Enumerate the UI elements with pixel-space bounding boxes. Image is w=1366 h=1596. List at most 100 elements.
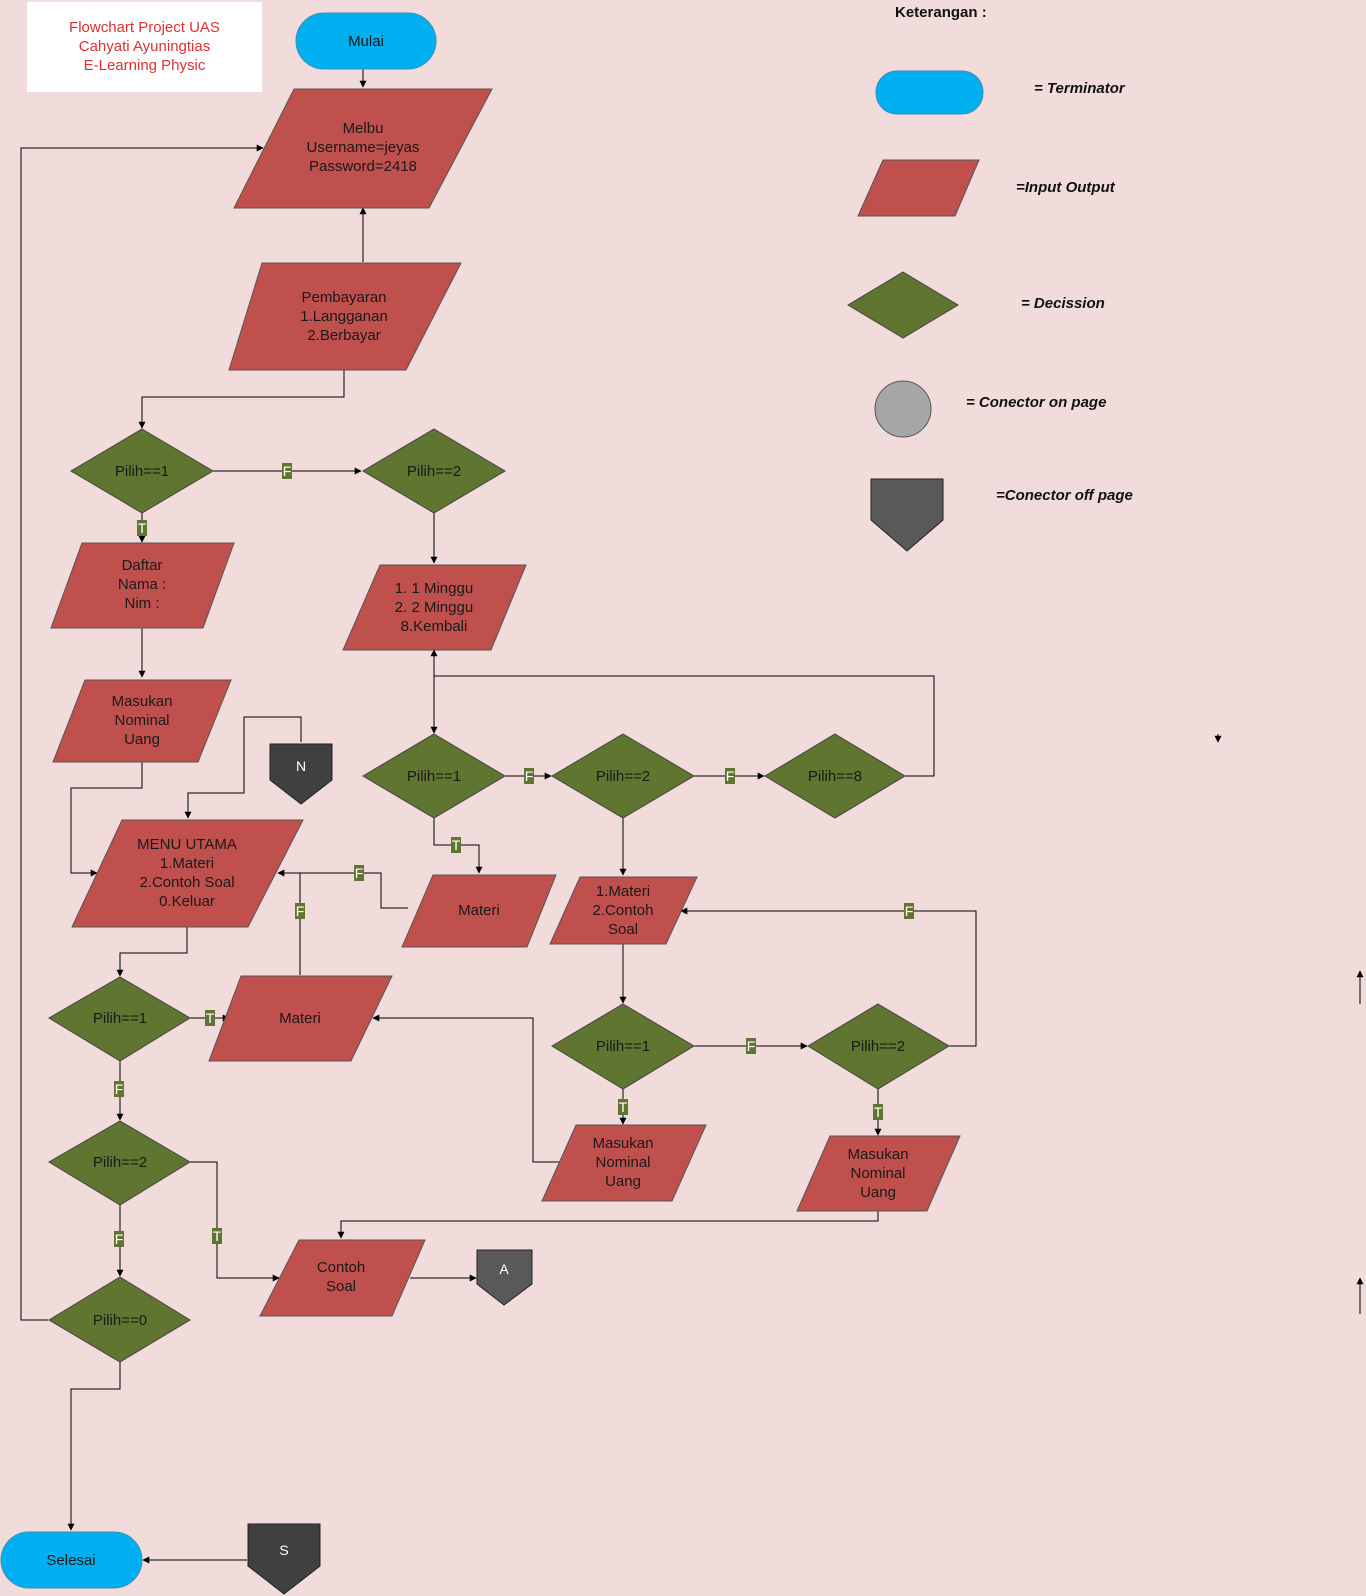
svg-text:F: F [747, 1038, 756, 1054]
edge-loop-melbu [20, 144, 264, 1321]
node-pilih0: Pilih==0 [48, 1276, 191, 1363]
title-box: Flowchart Project UAS Cahyati Ayuningtia… [27, 2, 262, 92]
label-f-pilih1-mid: F [524, 768, 534, 784]
legend-off-page-shape [870, 478, 944, 552]
svg-text:Pilih==2: Pilih==2 [93, 1154, 147, 1171]
svg-text:F: F [525, 768, 534, 784]
svg-text:Pilih==1: Pilih==1 [93, 1010, 147, 1027]
label-t-pilih1-mid: T [451, 837, 461, 853]
label-t-pilih1left: T [205, 1010, 215, 1026]
legend: Keterangan : = Terminator =Input Output … [847, 4, 1133, 552]
legend-terminator-shape [875, 70, 984, 115]
svg-text:T: T [874, 1104, 883, 1120]
connector-a: A [476, 1249, 533, 1306]
edge-pilih0-selesai [67, 1362, 121, 1531]
edge-conn-n-menu [184, 716, 302, 819]
edge-masukanmid-materi [372, 1014, 560, 1163]
svg-text:F: F [283, 463, 292, 479]
svg-text:Pilih==1: Pilih==1 [407, 768, 461, 785]
legend-on-page-shape [874, 380, 932, 438]
legend-decision-shape [847, 271, 959, 339]
node-pilih1-left: Pilih==1 [48, 976, 191, 1062]
legend-decision-label: = Decission [1021, 295, 1105, 312]
label-f-pilih2left: F [114, 1231, 124, 1247]
node-pilih1-top: Pilih==1 [70, 428, 214, 514]
edge-labels: F T F F T F F F T F F T T T F [114, 463, 914, 1247]
svg-text:S: S [279, 1542, 288, 1558]
svg-text:T: T [138, 520, 147, 536]
svg-text:T: T [619, 1099, 628, 1115]
node-mulai: Mulai [295, 12, 437, 70]
svg-text:Pilih==1: Pilih==1 [115, 463, 169, 480]
legend-on-page-label: = Conector on page [966, 394, 1106, 411]
node-pilih1-right: Pilih==1 [551, 1003, 695, 1090]
node-pilih2-top: Pilih==2 [362, 428, 506, 514]
node-selesai: Selesai [0, 1531, 143, 1589]
edge-masukan-menu [70, 762, 143, 877]
legend-terminator-label: = Terminator [1034, 80, 1126, 97]
edge-masukanright-contoh [337, 1211, 879, 1239]
node-pilih2-mid: Pilih==2 [551, 733, 695, 819]
svg-text:Pilih==2: Pilih==2 [851, 1038, 905, 1055]
label-f-pilih1-top: F [282, 463, 292, 479]
svg-text:T: T [206, 1010, 215, 1026]
svg-text:F: F [726, 768, 735, 784]
svg-text:Materi: Materi [279, 1010, 321, 1027]
svg-text:N: N [296, 758, 306, 774]
title-line-1: Flowchart Project UAS [69, 19, 220, 36]
label-t-pilih2right: T [873, 1104, 883, 1120]
label-t-pilih1right: T [618, 1099, 628, 1115]
edge-menu-pilih1left [116, 927, 188, 977]
node-materi-right: Materi [401, 874, 557, 948]
label-f-pilih1left: F [114, 1081, 124, 1097]
svg-text:Pilih==2: Pilih==2 [596, 768, 650, 785]
svg-text:T: T [213, 1228, 222, 1244]
svg-text:F: F [296, 903, 305, 919]
node-pilih1-mid: Pilih==1 [362, 733, 506, 819]
edge-materi-menu [277, 869, 408, 909]
label-t-pilih2left: T [212, 1228, 222, 1244]
label-f-pilih1right: F [746, 1038, 756, 1054]
svg-text:T: T [452, 837, 461, 853]
connector-s: S [247, 1523, 321, 1595]
svg-text:F: F [115, 1081, 124, 1097]
edge-pilih8-loop [434, 675, 935, 777]
label-f-materileft: F [295, 903, 305, 919]
node-selesai-label: Selesai [46, 1552, 95, 1569]
svg-text:Pilih==1: Pilih==1 [596, 1038, 650, 1055]
svg-text:Materi: Materi [458, 902, 500, 919]
svg-text:Pilih==0: Pilih==0 [93, 1312, 147, 1329]
edge-pembayaran-pilih1 [138, 370, 345, 429]
legend-io-label: =Input Output [1016, 179, 1116, 196]
svg-text:Pilih==8: Pilih==8 [808, 768, 862, 785]
svg-text:A: A [499, 1261, 509, 1277]
title-line-3: E-Learning Physic [83, 57, 206, 74]
label-t-pilih1-top: T [137, 520, 147, 536]
legend-title: Keterangan : [895, 4, 987, 21]
node-mulai-label: Mulai [348, 33, 384, 50]
label-f-pilih2right: F [904, 903, 914, 919]
svg-text:F: F [905, 903, 914, 919]
edge-pilih2right-materisoal [680, 907, 977, 1047]
node-materi-left: Materi [208, 975, 393, 1062]
svg-text:F: F [355, 865, 364, 881]
edge-pilih2left-contoh [190, 1161, 280, 1282]
